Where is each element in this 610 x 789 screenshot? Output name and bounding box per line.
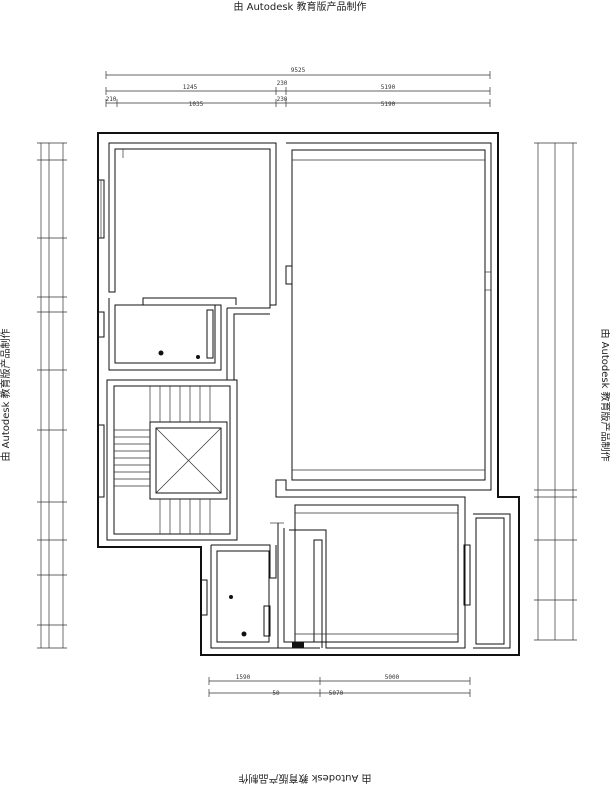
stairwell <box>106 379 238 541</box>
dim-bottom-row1-b: 5000 <box>385 674 400 681</box>
dim-top-row3-c: 230 <box>277 96 288 103</box>
dim-bottom-row1-a: 1590 <box>236 674 251 681</box>
bottom-left-window <box>200 579 208 616</box>
balcony <box>473 513 511 649</box>
large-right-room <box>275 142 492 498</box>
bottom-dimension-lines: 1590 5000 50 5070 <box>208 674 471 697</box>
closet-door <box>292 642 304 648</box>
left-window-3 <box>97 424 105 498</box>
dim-top-overall: 9525 <box>291 67 306 74</box>
dim-top-row3-d: 5190 <box>381 101 396 108</box>
dim-bottom-row2-a: 50 <box>272 690 280 697</box>
right-dimension-lines <box>534 142 577 641</box>
exterior-wall <box>97 132 520 656</box>
fixture-dot-4 <box>241 631 247 637</box>
dim-top-row2-c: 5190 <box>381 84 396 91</box>
dim-top-row3-a: 210 <box>106 96 117 103</box>
bottom-right-room <box>289 496 466 649</box>
watermark-right: 由 Autodesk 教育版产品制作 <box>599 328 610 461</box>
left-dimension-lines <box>37 142 67 649</box>
dim-top-row2-b: 230 <box>277 80 288 87</box>
fixture-dot-2 <box>196 355 200 359</box>
dim-top-row2-a: 1245 <box>183 84 198 91</box>
dim-bottom-row2-b: 5070 <box>329 690 344 697</box>
elevator-shaft <box>149 421 228 500</box>
top-dimension-lines: 9525 1245 230 5190 210 1035 230 5190 <box>106 67 491 108</box>
watermark-left: 由 Autodesk 教育版产品制作 <box>0 328 12 461</box>
fixture-dot-3 <box>229 595 233 599</box>
dim-top-row3-b: 1035 <box>189 101 204 108</box>
fixture-dot-1 <box>158 350 164 356</box>
left-window-2 <box>97 311 105 338</box>
bottom-left-room <box>210 544 278 649</box>
bathroom-top <box>108 297 237 371</box>
watermark-bottom: 由 Autodesk 教育版产品制作 <box>238 772 371 785</box>
watermark-top: 由 Autodesk 教育版产品制作 <box>233 0 366 13</box>
top-left-room <box>108 142 277 306</box>
